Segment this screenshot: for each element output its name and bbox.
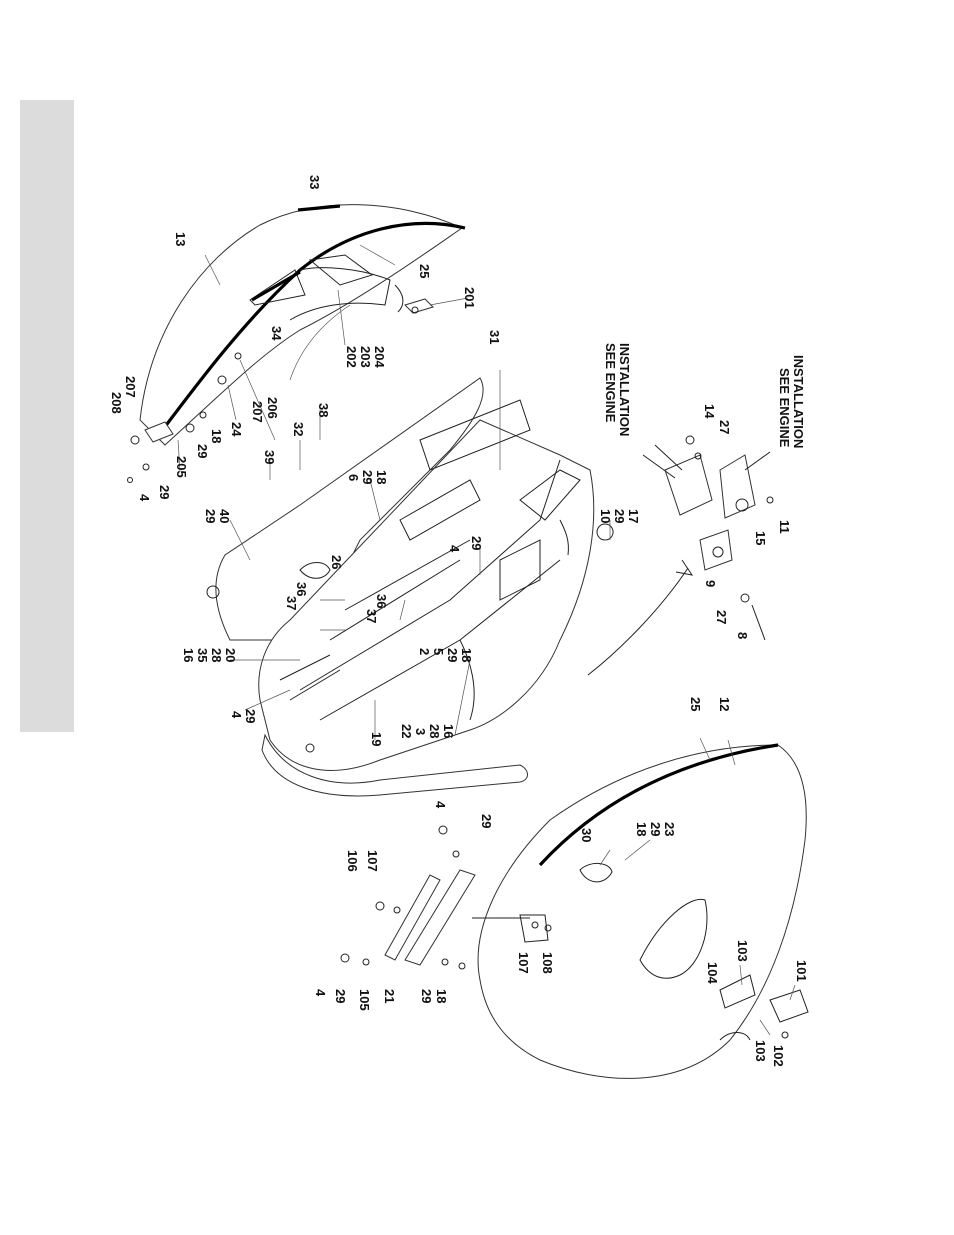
callout-39: 39 (262, 450, 277, 464)
callout-206: 206 (265, 397, 280, 419)
callout-27: 27 (714, 610, 729, 624)
callout-205: 205 (174, 456, 189, 478)
callout-36: 36 (374, 594, 389, 608)
engine-bracket-drawing (642, 435, 774, 641)
callout-38: 38 (316, 403, 331, 417)
callout-26: 26 (329, 555, 344, 569)
callout-29: 29 (612, 509, 627, 523)
callout-29: 29 (360, 470, 375, 484)
callout-4: 4 (433, 801, 448, 809)
callout-29: 29 (157, 485, 172, 499)
callout-5: 5 (431, 648, 446, 655)
callout-17: 17 (626, 509, 641, 523)
callout-29: 29 (333, 989, 348, 1003)
callout-9: 9 (703, 580, 718, 587)
see-engine-note-2: SEE ENGINE (777, 368, 792, 448)
callout-13: 13 (173, 232, 188, 246)
callout-104: 104 (705, 962, 720, 984)
see-engine-note-1: SEE ENGINE (603, 343, 618, 423)
callout-4: 4 (137, 494, 152, 502)
callout-18: 18 (434, 989, 449, 1003)
callout-101: 101 (794, 960, 809, 982)
callout-32: 32 (291, 422, 306, 436)
callout-108: 108 (540, 952, 555, 974)
callout-29: 29 (445, 648, 460, 662)
callout-24: 24 (229, 422, 244, 437)
callout-28: 28 (427, 724, 442, 738)
callout-30: 30 (579, 828, 594, 842)
hinge-bracket-drawing (340, 825, 552, 970)
callout-208: 208 (109, 392, 124, 414)
callout-207: 207 (123, 376, 138, 398)
callout-40: 40 (217, 509, 232, 523)
callout-28: 28 (209, 648, 224, 662)
callout-2: 2 (417, 648, 432, 655)
callout-29: 29 (469, 536, 484, 550)
callout-29: 29 (479, 814, 494, 828)
callout-204: 204 (372, 346, 387, 368)
callout-8: 8 (735, 632, 750, 639)
callout-202: 202 (344, 346, 359, 368)
callout-35: 35 (195, 648, 210, 662)
callout-103: 103 (753, 1040, 768, 1062)
callout-18: 18 (634, 822, 649, 836)
callout-37: 37 (284, 596, 299, 610)
callout-23: 23 (662, 822, 677, 836)
callout-3: 3 (413, 728, 428, 735)
callout-29: 29 (648, 822, 663, 836)
callout-34: 34 (269, 326, 284, 341)
callout-4: 4 (229, 711, 244, 719)
callout-103: 103 (735, 940, 750, 962)
callout-16: 16 (181, 648, 196, 662)
callout-27: 27 (717, 420, 732, 434)
callout-36: 36 (294, 582, 309, 596)
callout-10: 10 (598, 509, 613, 523)
installation-note-1: INSTALLATION (617, 343, 632, 436)
callout-105: 105 (357, 989, 372, 1011)
callout-labels: 13 33 25 201 202 203 204 34 206 207 24 1… (109, 175, 809, 1067)
callout-207: 207 (250, 401, 265, 423)
callout-33: 33 (307, 175, 322, 189)
callout-14: 14 (702, 404, 717, 419)
callout-15: 15 (753, 531, 768, 545)
callout-22: 22 (399, 724, 414, 738)
callout-25: 25 (688, 697, 703, 711)
callout-20: 20 (223, 648, 238, 662)
callout-29: 29 (419, 989, 434, 1003)
gray-side-tab (20, 100, 74, 732)
callout-25: 25 (417, 264, 432, 278)
callout-102: 102 (771, 1045, 786, 1067)
callout-31: 31 (487, 330, 502, 344)
callout-18: 18 (374, 470, 389, 484)
callout-203: 203 (358, 346, 373, 368)
callout-4: 4 (447, 545, 462, 553)
callout-18: 18 (209, 429, 224, 443)
callout-201: 201 (462, 287, 477, 309)
callout-37: 37 (364, 609, 379, 623)
callout-29: 29 (195, 444, 210, 458)
callout-106: 106 (345, 850, 360, 872)
callout-29: 29 (243, 709, 258, 723)
callout-19: 19 (369, 732, 384, 746)
callout-29: 29 (203, 509, 218, 523)
callout-11: 11 (777, 520, 792, 534)
callout-16: 16 (441, 724, 456, 738)
callout-107: 107 (365, 850, 380, 872)
fender-drawing (477, 743, 809, 1079)
callout-6: 6 (346, 474, 361, 481)
leader-lines (177, 244, 796, 1036)
installation-note-2: INSTALLATION (791, 355, 806, 448)
callout-18: 18 (459, 648, 474, 662)
callout-107: 107 (516, 952, 531, 974)
callout-12: 12 (717, 697, 732, 711)
hood-drawing (127, 204, 466, 483)
callout-4: 4 (313, 989, 328, 997)
frame-drawing (206, 377, 694, 797)
callout-21: 21 (382, 989, 397, 1003)
